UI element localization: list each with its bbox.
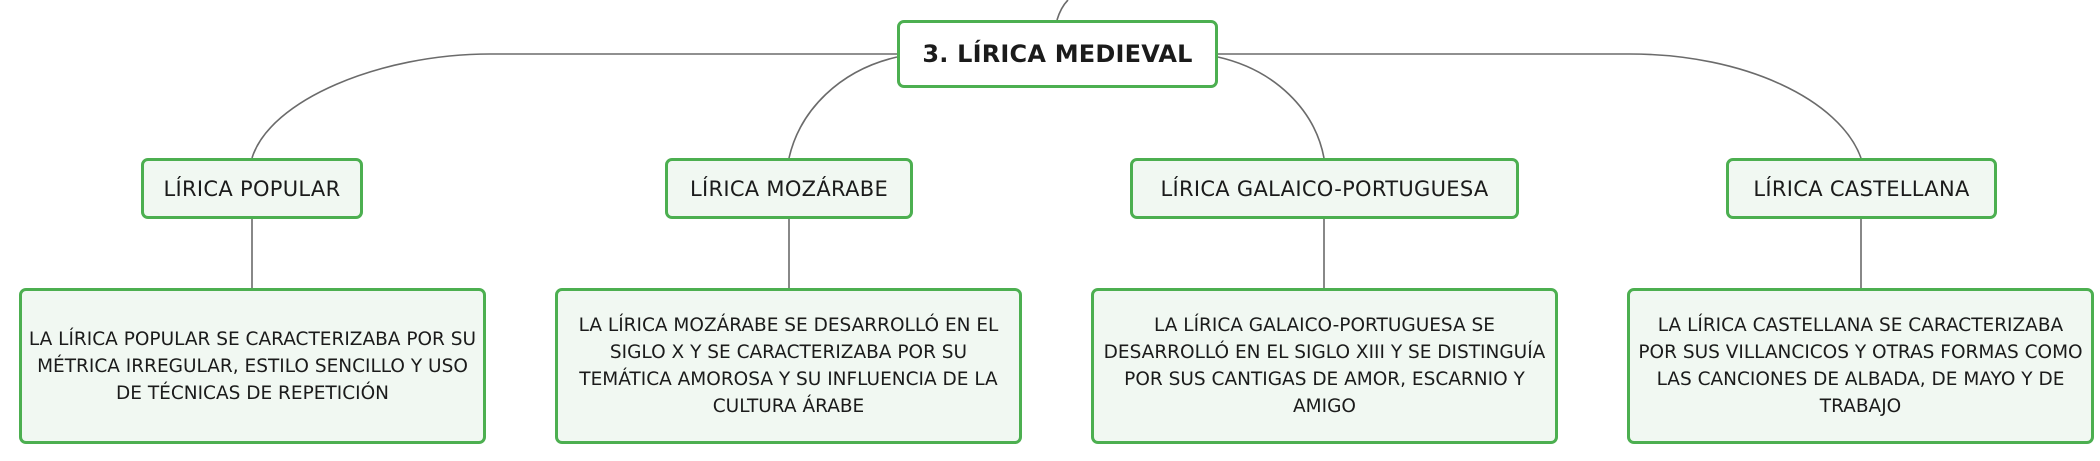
topic-node-lirica-galaico-portuguesa[interactable]: LÍRICA GALAICO-PORTUGUESA — [1130, 158, 1519, 219]
topic-node-lirica-mozarabe[interactable]: LÍRICA MOZÁRABE — [665, 158, 913, 219]
connector-root-to-lirica-mozarabe — [788, 56, 898, 159]
description-text: LA LÍRICA GALAICO-PORTUGUESA SE DESARROL… — [1103, 315, 1546, 417]
description-node-lirica-castellana[interactable]: LA LÍRICA CASTELLANA SE CARACTERIZABA PO… — [1627, 288, 2094, 444]
connector-root-to-lirica-galaico-portuguesa — [1217, 56, 1325, 159]
topic-label: LÍRICA CASTELLANA — [1753, 176, 1970, 201]
description-node-lirica-popular[interactable]: LA LÍRICA POPULAR SE CARACTERIZABA POR S… — [19, 288, 486, 444]
root-topic-node[interactable]: 3. LÍRICA MEDIEVAL — [897, 20, 1218, 88]
topic-node-lirica-popular[interactable]: LÍRICA POPULAR — [141, 158, 363, 219]
description-text: LA LÍRICA CASTELLANA SE CARACTERIZABA PO… — [1638, 315, 2083, 417]
connector-parent — [1056, 0, 1069, 21]
topic-label: LÍRICA GALAICO-PORTUGUESA — [1160, 176, 1489, 201]
connector-root-to-lirica-popular — [251, 53, 897, 159]
topic-label: LÍRICA POPULAR — [163, 176, 341, 201]
description-node-lirica-galaico-portuguesa[interactable]: LA LÍRICA GALAICO-PORTUGUESA SE DESARROL… — [1091, 288, 1558, 444]
description-node-lirica-mozarabe[interactable]: LA LÍRICA MOZÁRABE SE DESARROLLÓ EN EL S… — [555, 288, 1022, 444]
topic-label: LÍRICA MOZÁRABE — [689, 176, 889, 201]
description-text: LA LÍRICA POPULAR SE CARACTERIZABA POR S… — [28, 328, 477, 404]
connector-root-to-lirica-castellana — [1218, 53, 1862, 159]
topic-node-lirica-castellana[interactable]: LÍRICA CASTELLANA — [1726, 158, 1997, 219]
description-text: LA LÍRICA MOZÁRABE SE DESARROLLÓ EN EL S… — [578, 315, 999, 417]
root-topic-title: 3. LÍRICA MEDIEVAL — [922, 40, 1193, 68]
